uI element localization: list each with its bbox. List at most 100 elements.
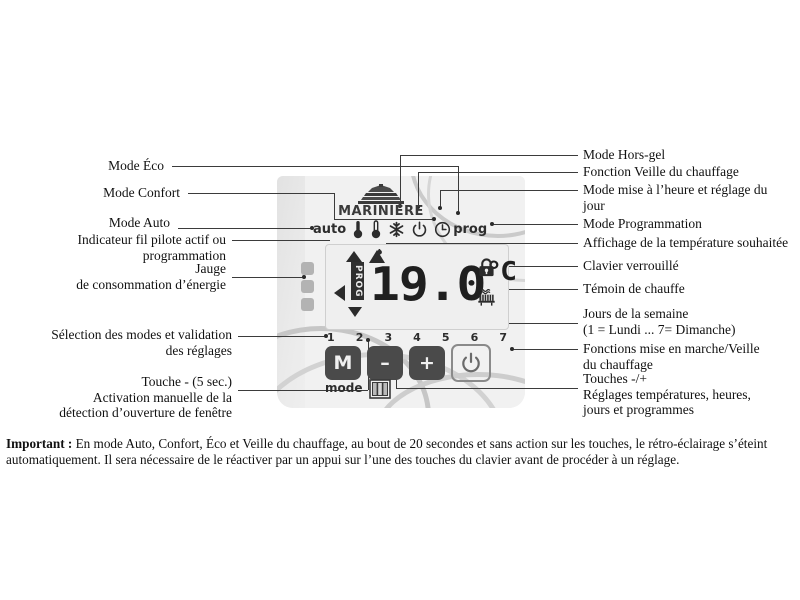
- callout-mode-heure: Mode mise à l’heure et réglage du jour: [583, 182, 768, 213]
- leader-dot-heure: [438, 206, 442, 210]
- day-3: 3: [384, 331, 393, 344]
- callout-touches-reglages: Touches -/+ Réglages températures, heure…: [583, 371, 751, 417]
- callout-mode-confort: Mode Confort: [103, 185, 180, 200]
- mode-symbol-row: auto: [313, 218, 513, 240]
- callout-jours-semaine: Jours de la semaine (1 = Lundi ... 7= Di…: [583, 306, 736, 337]
- callout-clavier-verrouille: Clavier verrouillé: [583, 258, 679, 273]
- power-button[interactable]: [451, 344, 491, 382]
- leader-indicateur-fil-pilote: [232, 240, 330, 241]
- triangle-up-pilot-icon: [368, 249, 386, 269]
- callout-mode-auto: Mode Auto: [108, 215, 170, 230]
- leader-mode-eco-drop: [458, 166, 459, 212]
- callout-jauge: Jauge de consommation d’énergie: [76, 261, 226, 292]
- weekday-row: 1 2 3 4 5 6 7: [327, 331, 507, 344]
- thermometer-filled-icon: [353, 221, 363, 239]
- clock-icon: [435, 221, 451, 237]
- day-6: 6: [470, 331, 479, 344]
- mode-button[interactable]: M: [325, 346, 361, 380]
- leader-dot-programmation: [490, 222, 494, 226]
- leader-heure-drop: [440, 190, 441, 208]
- callout-mode-eco: Mode Éco: [108, 158, 164, 173]
- important-label: Important :: [6, 436, 73, 451]
- leader-dot-fonctions: [510, 347, 514, 351]
- day-7: 7: [499, 331, 507, 344]
- power-icon: [412, 221, 427, 237]
- leader-dot-hors-gel: [398, 204, 402, 208]
- leader-jours-semaine: [564, 323, 578, 324]
- energy-gauge: [301, 262, 314, 316]
- triangle-up-icon: [346, 251, 362, 262]
- leader-dot-jauge: [302, 275, 306, 279]
- lcd-display: PROG 19.0°C: [325, 244, 517, 330]
- mode-button-label: mode: [325, 381, 363, 395]
- leader-hors-gel-run: [400, 155, 564, 156]
- leader-dot-mode-eco: [456, 211, 460, 215]
- leader-affichage-run: [386, 243, 564, 244]
- leader-hors-gel-drop: [400, 155, 401, 205]
- callout-indicateur-fil-pilote: Indicateur fil pilote actif ou programma…: [77, 232, 226, 263]
- heating-element-icon: [478, 289, 495, 306]
- leader-temoin-chauffe: [564, 289, 578, 290]
- gauge-segment: [301, 262, 314, 275]
- important-text: En mode Auto, Confort, Éco et Veille du …: [6, 436, 768, 467]
- leader-dot-touche-fenetre: [366, 338, 370, 342]
- leader-veille-drop: [418, 172, 419, 206]
- leader-mode-confort: [188, 193, 334, 194]
- day-5: 5: [441, 331, 450, 344]
- leader-clavier-run: [478, 266, 564, 267]
- callout-fonction-veille: Fonction Veille du chauffage: [583, 164, 739, 179]
- thermostat-control-panel: MARINIÈRE auto: [277, 176, 525, 408]
- triangle-left-icon: [334, 285, 345, 301]
- brand-wordmark: MARINIÈRE: [338, 204, 424, 219]
- power-standby-icon: [462, 352, 480, 373]
- callout-selection-modes: Sélection des modes et validation des ré…: [51, 327, 232, 358]
- leader-touches-plus-moins: [564, 388, 578, 389]
- leader-mode-confort-b: [334, 219, 434, 220]
- day-2: 2: [355, 331, 364, 344]
- callout-mode-hors-gel: Mode Hors-gel: [583, 147, 666, 162]
- leader-fonction-veille: [564, 172, 578, 173]
- leader-dot-mode-auto: [310, 226, 314, 230]
- leader-touche-fenetre: [238, 390, 368, 391]
- important-note: Important : En mode Auto, Confort, Éco e…: [6, 436, 794, 468]
- plus-button[interactable]: +: [409, 346, 445, 380]
- prog-tag: PROG: [351, 262, 364, 300]
- leader-touches-run: [396, 388, 564, 389]
- leader-dot-mode-confort: [432, 217, 436, 221]
- leader-jours-run: [478, 323, 564, 324]
- callout-mode-programmation: Mode Programmation: [583, 216, 702, 231]
- leader-mode-heure: [564, 190, 578, 191]
- leader-dot-selection-modes: [324, 334, 328, 338]
- padlock-icon: [479, 258, 494, 277]
- leader-mode-eco: [172, 166, 458, 167]
- thermometer-outline-icon: [371, 220, 381, 239]
- leader-fonctions-run: [512, 349, 564, 350]
- leader-selection-modes: [238, 336, 326, 337]
- triangle-down-icon: [348, 307, 362, 317]
- callout-touche-fenetre: Touche - (5 sec.) Activation manuelle de…: [59, 374, 232, 420]
- window-icon: [369, 379, 391, 404]
- leader-mode-hors-gel: [564, 155, 578, 156]
- leader-affichage-temp: [564, 243, 578, 244]
- brand-logo: MARINIÈRE: [321, 184, 441, 219]
- crown-icon: [358, 184, 404, 204]
- callout-fonctions-marche-veille: Fonctions mise en marche/Veille du chauf…: [583, 341, 760, 372]
- leader-heure-run: [440, 190, 564, 191]
- callout-temoin-chauffe: Témoin de chauffe: [583, 281, 685, 296]
- leader-mode-auto: [178, 228, 312, 229]
- leader-mode-confort-drop: [334, 193, 335, 219]
- callout-affichage-temperature: Affichage de la température souhaitée: [583, 235, 789, 250]
- gauge-segment: [301, 298, 314, 311]
- gauge-segment: [301, 280, 314, 293]
- leader-veille-run: [418, 172, 564, 173]
- snowflake-icon: [389, 221, 404, 237]
- leader-clavier-verrouille: [564, 266, 578, 267]
- leader-programmation-run: [492, 224, 564, 225]
- leader-temoin-run: [478, 289, 564, 290]
- day-4: 4: [413, 331, 421, 344]
- leader-dot-veille: [416, 205, 420, 209]
- minus-button[interactable]: –: [367, 346, 403, 380]
- button-row: M – +: [325, 344, 491, 382]
- auto-text: auto: [313, 221, 347, 237]
